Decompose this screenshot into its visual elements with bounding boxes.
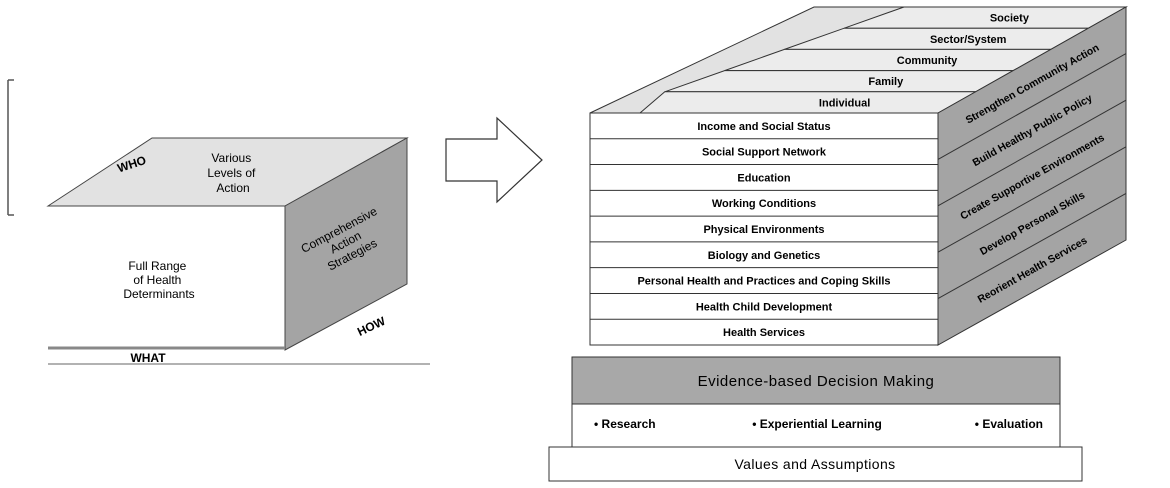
determinant-row-label: Physical Environments <box>703 224 824 236</box>
top-text-line: Levels of <box>207 166 256 180</box>
evidence-title: Evidence-based Decision Making <box>698 373 935 390</box>
front-text-line: of Health <box>133 273 181 287</box>
evidence-item: • Research <box>594 417 656 431</box>
front-text-line: Full Range <box>128 259 186 273</box>
level-label: Family <box>868 76 904 88</box>
evidence-item: • Experiential Learning <box>752 417 882 431</box>
front-text-line: Determinants <box>123 287 194 301</box>
determinant-row-label: Education <box>737 172 790 184</box>
values-box <box>548 446 1083 482</box>
level-band <box>638 91 978 114</box>
top-text-line: Action <box>216 181 249 195</box>
svg-text:Various Levels of: Various Levels of Action <box>207 151 258 195</box>
right-cube-front-face <box>589 112 939 346</box>
left-cube-side-face <box>284 137 408 351</box>
level-label: Community <box>897 55 958 67</box>
left-edge-bracket <box>7 79 14 216</box>
determinant-row-label: Income and Social Status <box>697 121 830 133</box>
left-cube-front-face <box>48 206 285 350</box>
evidence-items-box <box>571 403 1061 448</box>
level-band <box>664 70 1016 93</box>
strategy-divider <box>937 99 1127 207</box>
values-label: Values and Assumptions <box>734 456 895 472</box>
determinant-row-label: Health Child Development <box>696 301 833 313</box>
right-arrow-icon <box>445 116 543 204</box>
determinant-row-label: Working Conditions <box>712 198 816 210</box>
determinant-row-label: Personal Health and Practices and Coping… <box>637 276 890 288</box>
level-label: Sector/System <box>930 34 1007 46</box>
determinant-row-label: Health Services <box>723 327 805 339</box>
what-label: WHAT <box>130 351 166 365</box>
level-label: Society <box>990 13 1030 25</box>
strategy-divider <box>937 192 1127 300</box>
determinant-row-label: Social Support Network <box>702 147 827 159</box>
left-cube: WHO Various Levels of Action Full Range … <box>46 137 430 365</box>
evidence-item: • Evaluation <box>975 417 1043 431</box>
strategy-divider <box>937 53 1127 160</box>
level-label: Individual <box>819 97 870 109</box>
strategy-divider <box>937 146 1127 253</box>
decision-base: Evidence-based Decision Making • Researc… <box>548 356 1083 482</box>
how-label: HOW <box>355 314 388 339</box>
svg-text:Full Range of Health: Full Range of Health Determinants <box>123 259 194 301</box>
evidence-box <box>571 356 1061 405</box>
determinant-row-label: Biology and Genetics <box>708 250 820 262</box>
top-text-line: Various <box>211 151 251 165</box>
right-cube: SocietySector/SystemCommunityFamilyIndiv… <box>589 6 1128 346</box>
